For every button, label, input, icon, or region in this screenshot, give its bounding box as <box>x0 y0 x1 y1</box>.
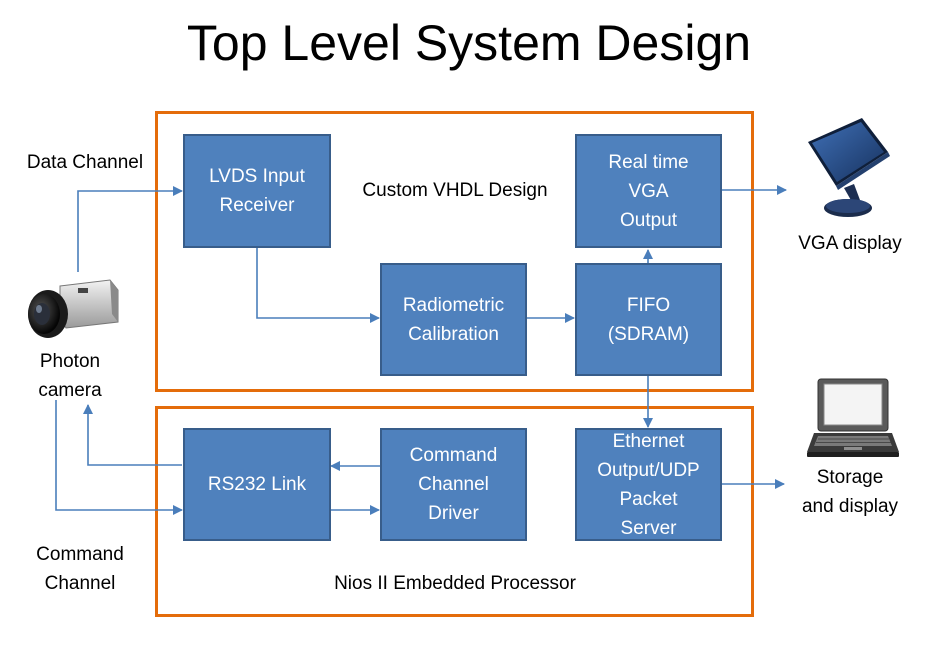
custom-vhdl-frame <box>155 111 754 392</box>
page-title: Top Level System Design <box>186 15 752 71</box>
photon-camera-label: Photon camera <box>38 351 102 401</box>
rs232-link-block: RS232 Link <box>183 428 331 541</box>
nios-processor-label: Nios II Embedded Processor <box>334 573 576 594</box>
command-channel-label: Command Channel <box>36 544 124 594</box>
command-channel-driver-block: Command Channel Driver <box>380 428 527 541</box>
data-channel-label: Data Channel <box>26 152 144 173</box>
monitor-icon <box>808 118 890 217</box>
arrow-rs232-to-camera <box>83 404 182 466</box>
storage-display-label: Storage and display <box>801 467 899 517</box>
vga-display-label: VGA display <box>798 233 902 254</box>
arrow-lvds-to-radiometric <box>256 248 380 323</box>
nios-processor-frame <box>155 406 754 617</box>
arrow-camera-to-rs232 <box>55 400 183 515</box>
radiometric-calibration-block: Radiometric Calibration <box>380 263 527 376</box>
laptop-icon <box>807 378 899 457</box>
lvds-input-receiver-block: LVDS Input Receiver <box>183 134 331 248</box>
fifo-sdram-block: FIFO (SDRAM) <box>575 263 722 376</box>
camera-icon <box>28 279 119 338</box>
vga-output-block: Real time VGA Output <box>575 134 722 248</box>
custom-vhdl-label: Custom VHDL Design <box>362 180 548 201</box>
ethernet-udp-server-block: Ethernet Output/UDP Packet Server <box>575 428 722 541</box>
arrow-camera-to-lvds <box>77 186 183 272</box>
